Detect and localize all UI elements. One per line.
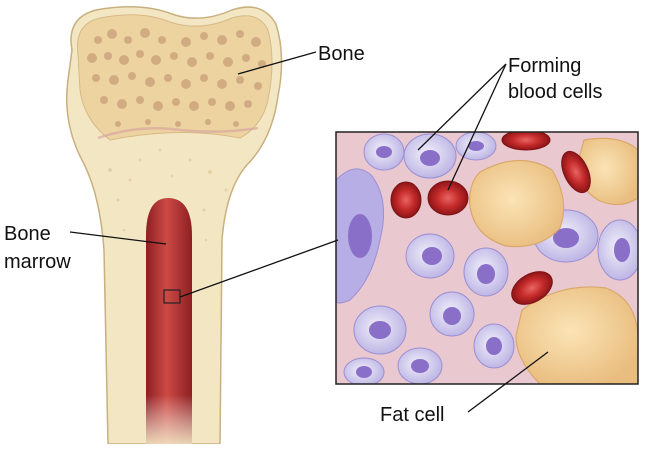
label-bone: Bone xyxy=(318,43,365,65)
label-marrow-line2: marrow xyxy=(4,251,71,273)
label-marrow-line1: Bone xyxy=(4,223,51,245)
bone-illustration xyxy=(67,7,282,444)
label-forming-line1: Forming xyxy=(508,55,581,77)
label-fat-cell: Fat cell xyxy=(380,404,444,426)
label-forming-line2: blood cells xyxy=(508,81,603,103)
marrow-inset xyxy=(336,130,642,386)
